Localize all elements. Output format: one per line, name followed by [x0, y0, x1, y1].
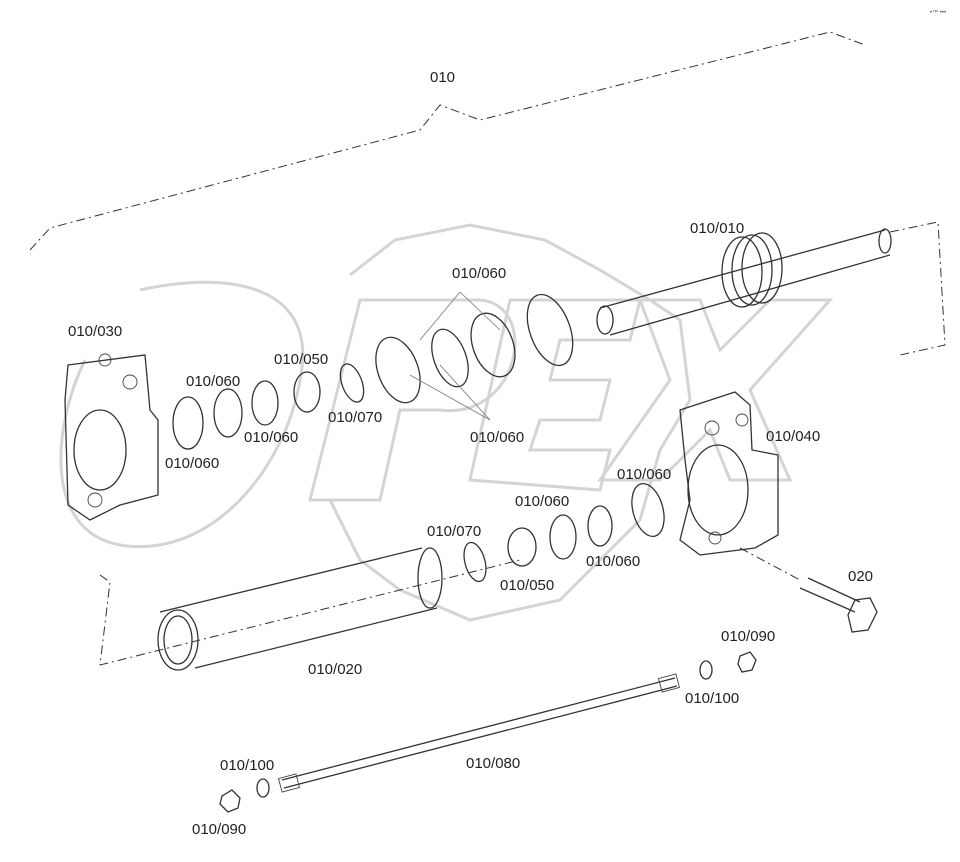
- label-front-head: 010/040: [766, 428, 820, 445]
- seal-rings-bottom: [463, 482, 665, 583]
- rear-head-hole: [122, 374, 138, 390]
- front-head-010-040: [679, 391, 779, 556]
- nut-top: [737, 651, 757, 673]
- label-washer-bottom: 010/100: [220, 757, 274, 774]
- rod-tip: [878, 228, 892, 254]
- label-seal-g: 010/060: [515, 493, 569, 510]
- guide-ring: [293, 371, 321, 413]
- label-bolt: 020: [848, 568, 873, 585]
- label-assembly: 010: [430, 69, 455, 86]
- tie-rod-010-080: [219, 651, 757, 813]
- label-seal-h: 010/060: [586, 553, 640, 570]
- corner-mark: •™ •••: [930, 9, 946, 16]
- tie-rod-thread: [277, 773, 301, 793]
- seal-ring: [470, 312, 516, 378]
- retaining-ring: [339, 363, 365, 403]
- label-retaining-ring-1: 010/070: [328, 409, 382, 426]
- leader-lines: [409, 291, 501, 421]
- seal-rings-top: [172, 293, 574, 450]
- label-seal-c: 010/060: [244, 429, 298, 446]
- bolt-020: [799, 577, 878, 633]
- opex-watermark: [59, 223, 834, 622]
- guide-ring: [507, 527, 537, 567]
- watermark-o-outline: [59, 280, 305, 549]
- tube-end-front: [157, 609, 199, 671]
- seal-ring: [213, 388, 243, 438]
- rod-body: [599, 229, 891, 336]
- washer-top: [699, 660, 713, 680]
- seal-ring: [526, 293, 574, 367]
- watermark-p-outline: [308, 298, 517, 502]
- seal-ring: [251, 380, 279, 426]
- label-piston-rod: 010/010: [690, 220, 744, 237]
- tube-end-inner: [163, 615, 193, 665]
- label-rear-head: 010/030: [68, 323, 122, 340]
- front-head-bore: [687, 444, 749, 536]
- label-seal-b: 010/060: [186, 373, 240, 390]
- label-nut-bottom: 010/090: [192, 821, 246, 838]
- front-head-body: [679, 391, 779, 556]
- seal-ring: [172, 396, 204, 450]
- cylinder-tube-010-020: [157, 547, 443, 671]
- piston-head-2: [731, 234, 773, 306]
- rear-head-hole: [87, 492, 103, 508]
- label-tie-rod: 010/080: [466, 755, 520, 772]
- rear-head-010-030: [64, 353, 159, 521]
- label-guide-rod-2: 010/050: [500, 577, 554, 594]
- label-washer-top: 010/100: [685, 690, 739, 707]
- seal-ring: [549, 514, 577, 560]
- tube-body: [159, 547, 438, 669]
- label-seal-d: 010/060: [470, 429, 524, 446]
- label-cylinder-tube: 010/020: [308, 661, 362, 678]
- seal-ring: [375, 336, 421, 404]
- label-nut-top: 010/090: [721, 628, 775, 645]
- watermark-x-outline: [597, 298, 834, 482]
- rod-end: [596, 305, 614, 335]
- assembly-bottom-bracket: [99, 559, 521, 666]
- bolt-axis-line: [739, 547, 801, 581]
- washer-bottom: [256, 778, 270, 798]
- assembly-right-bracket: [889, 221, 946, 356]
- piston-rod-010-010: [596, 228, 892, 336]
- label-retaining-ring-2: 010/070: [427, 523, 481, 540]
- nut-bottom: [219, 789, 241, 813]
- front-head-hole: [708, 531, 722, 545]
- piston-head-1: [721, 236, 763, 308]
- leader-seal-top: [419, 291, 501, 341]
- label-seal-e: 010/060: [165, 455, 219, 472]
- rear-head-bore: [73, 409, 127, 491]
- retaining-ring: [463, 541, 487, 583]
- rear-head-body: [64, 354, 159, 521]
- label-seal-a: 010/060: [452, 265, 506, 282]
- seal-ring: [631, 482, 665, 538]
- seal-ring: [587, 505, 613, 547]
- label-seal-f: 010/060: [617, 466, 671, 483]
- tube-end-back: [417, 547, 443, 609]
- label-guide-rod-1: 010/050: [274, 351, 328, 368]
- front-head-hole: [704, 420, 720, 436]
- assembly-bracket: [29, 31, 946, 666]
- seal-ring: [431, 328, 469, 388]
- tie-rod-shaft: [281, 677, 678, 789]
- leader-seal-bottom: [409, 364, 491, 421]
- piston-head-3: [741, 232, 783, 304]
- front-head-hole: [735, 413, 749, 427]
- tie-rod-thread: [657, 673, 681, 693]
- assembly-top-bracket: [29, 31, 866, 251]
- bolt-head: [847, 597, 878, 633]
- bolt-shank: [799, 577, 861, 613]
- rear-head-hole: [98, 353, 112, 367]
